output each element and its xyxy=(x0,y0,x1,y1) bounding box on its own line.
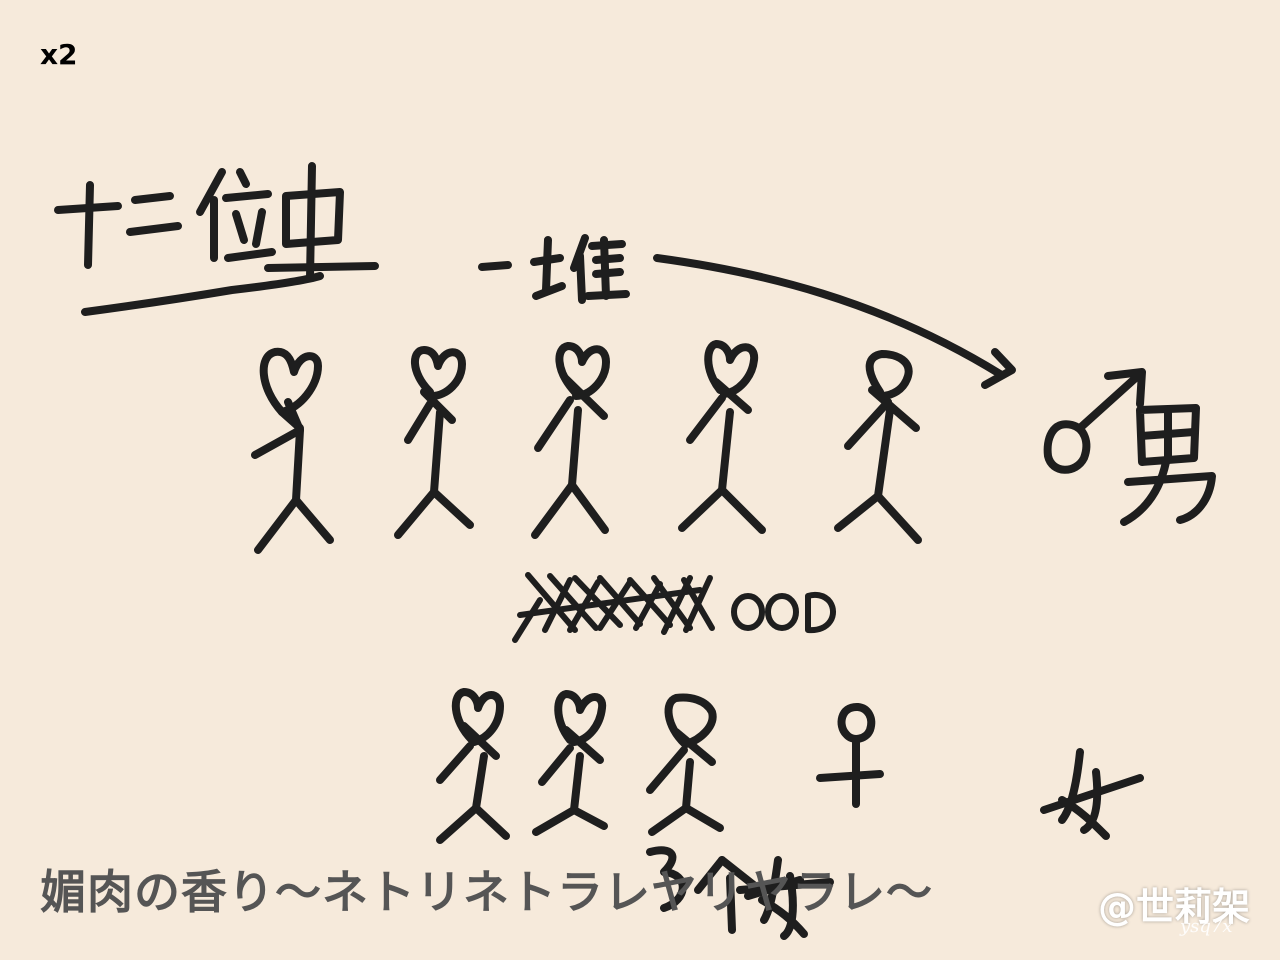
stick-figure xyxy=(531,342,610,539)
stick-figure xyxy=(394,346,474,539)
arrow-to-male xyxy=(653,254,1016,389)
handwritten-heading-twelve-people xyxy=(54,162,379,282)
handwritten-number-ooo xyxy=(731,591,837,634)
stick-figure-small xyxy=(532,690,608,836)
caption-title: 媚肉の香り～ネトリネトラレヤリヤラレ～ xyxy=(40,865,933,919)
handwritten-male xyxy=(1120,404,1216,526)
stick-figure xyxy=(251,347,334,554)
watermark-text: @世莉架 xyxy=(1098,885,1251,929)
stick-figure xyxy=(834,350,922,544)
female-symbol-icon xyxy=(816,703,884,808)
handwritten-three-women xyxy=(646,846,834,940)
handwritten-female xyxy=(1040,748,1144,840)
stick-figure xyxy=(678,340,766,534)
handwritten-one-pile xyxy=(478,234,630,304)
artist-signature: ysq7x xyxy=(1180,916,1233,937)
male-symbol-icon xyxy=(1043,368,1146,474)
handwritten-number-strikethrough xyxy=(512,572,715,643)
heading-underline xyxy=(81,272,324,316)
stick-figure-small xyxy=(436,688,510,844)
stick-figure-small xyxy=(646,693,724,836)
multiplier-label: x2 xyxy=(40,38,78,71)
